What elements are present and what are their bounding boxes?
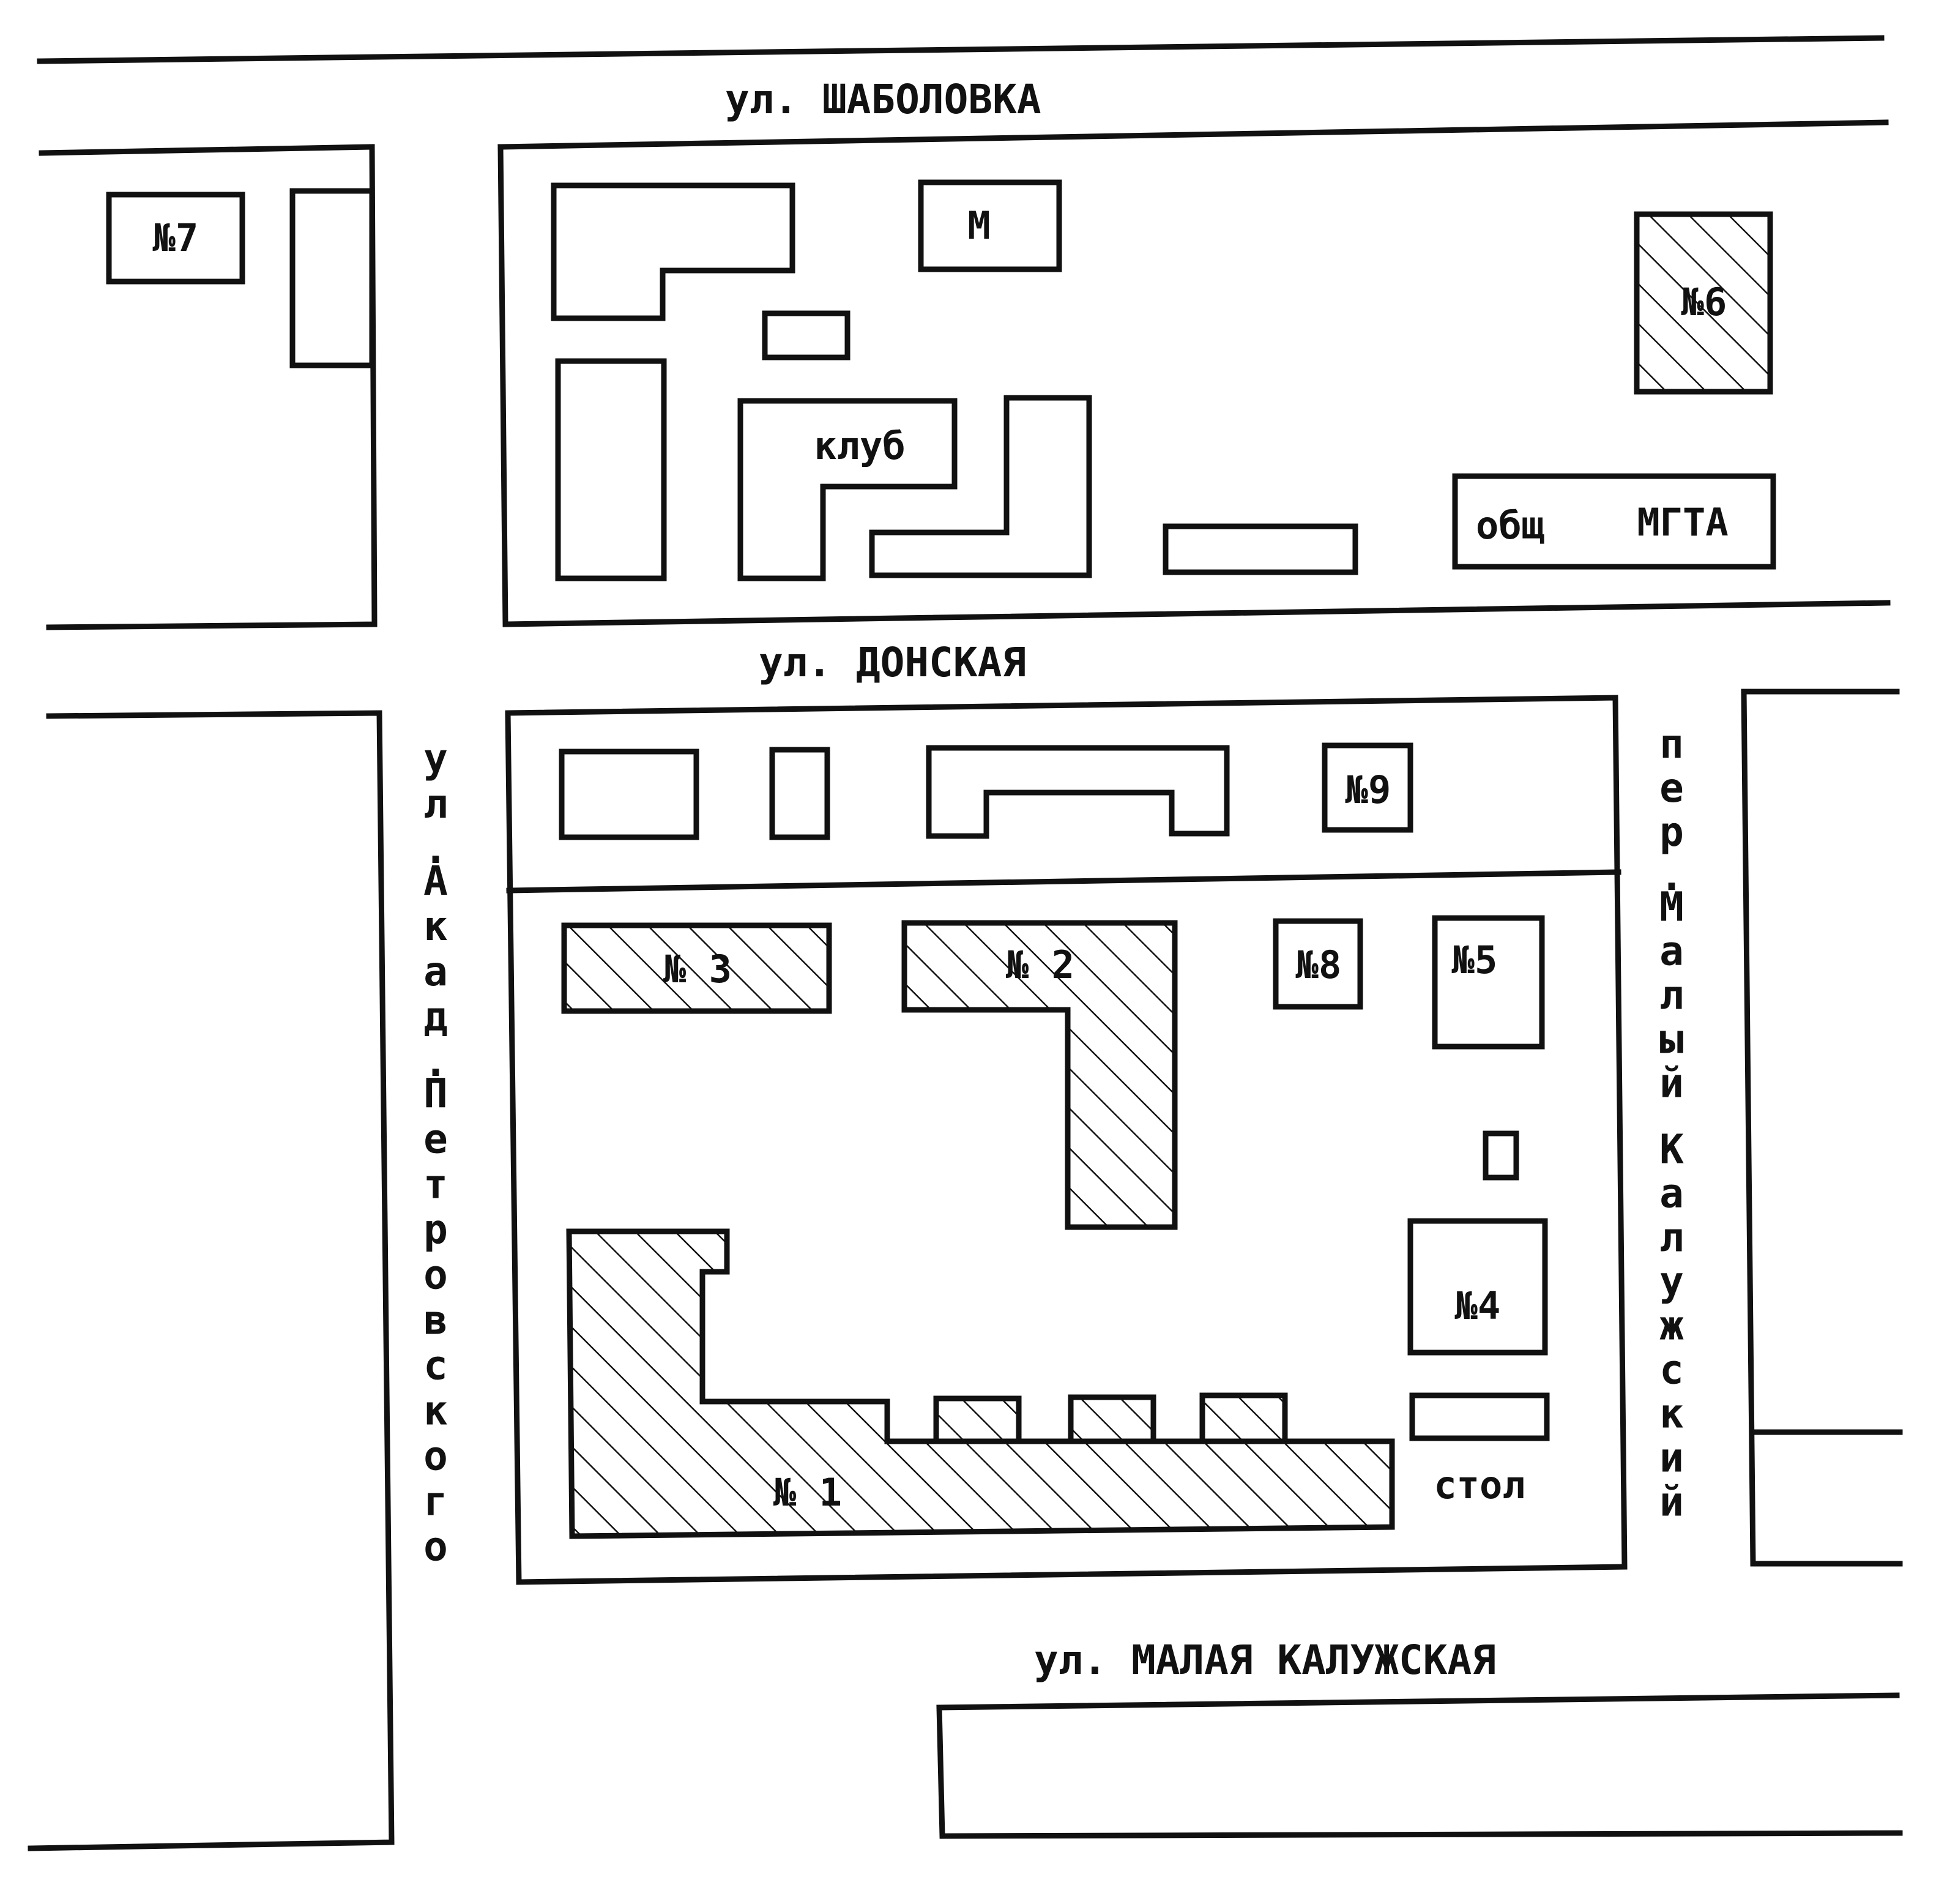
building-l-shape-north (551, 182, 795, 321)
building-label-8: №8 (1296, 943, 1342, 987)
building-6 (1634, 211, 1773, 395)
building-label-7: №7 (153, 215, 199, 260)
building-9 (1322, 742, 1413, 833)
street-label-shabolovka: ул. ШАБОЛОВКА (725, 76, 1041, 123)
building-dorm-mgta (1452, 473, 1776, 570)
building-n1 (566, 1228, 1395, 1539)
building-label-6: №6 (1681, 280, 1727, 324)
building-5 (1432, 915, 1545, 1050)
building-label-4: №4 (1455, 1283, 1501, 1328)
building-label-n1: № 1 (773, 1470, 842, 1515)
building-label-stol: стол (1434, 1463, 1525, 1507)
building-7 (106, 192, 245, 285)
building-label-n3: № 3 (663, 947, 732, 991)
building-long-low (1163, 523, 1358, 575)
street-label-donskaya: ул. ДОНСКАЯ (759, 639, 1026, 686)
building-n2 (901, 920, 1178, 1230)
building-stol (1409, 1392, 1550, 1441)
street-edges (28, 35, 1903, 1851)
building-n3 (561, 922, 832, 1014)
building-l-shape-east (869, 395, 1092, 578)
building-label-obshch: общ (1476, 503, 1544, 548)
building-strip-u (926, 745, 1230, 839)
building-label-klub: клуб (814, 424, 905, 468)
building-long-west (555, 358, 667, 581)
building-side (289, 188, 375, 368)
building-n1-bay-3 (1199, 1392, 1288, 1444)
building-label-m: М (967, 203, 990, 248)
building-4 (1407, 1218, 1548, 1356)
street-label-malaya-kaluzhskaya: ул. МАЛАЯ КАЛУЖСКАЯ (1034, 1637, 1496, 1684)
building-label-n2: № 2 (1006, 943, 1074, 987)
building-n1-bay-1 (933, 1395, 1022, 1444)
building-label-mgta: МГТА (1637, 500, 1728, 545)
building-strip-1 (559, 749, 699, 840)
building-kiosk (1483, 1130, 1519, 1181)
building-8 (1273, 918, 1363, 1010)
building-m (918, 179, 1062, 272)
building-club (737, 398, 958, 581)
building-small-north (762, 310, 851, 360)
building-label-5: №5 (1452, 938, 1498, 982)
donskaya-block (505, 695, 1628, 1585)
building-n1-bay-2 (1068, 1394, 1156, 1444)
building-label-9: №9 (1346, 767, 1391, 812)
building-strip-2 (769, 747, 830, 840)
